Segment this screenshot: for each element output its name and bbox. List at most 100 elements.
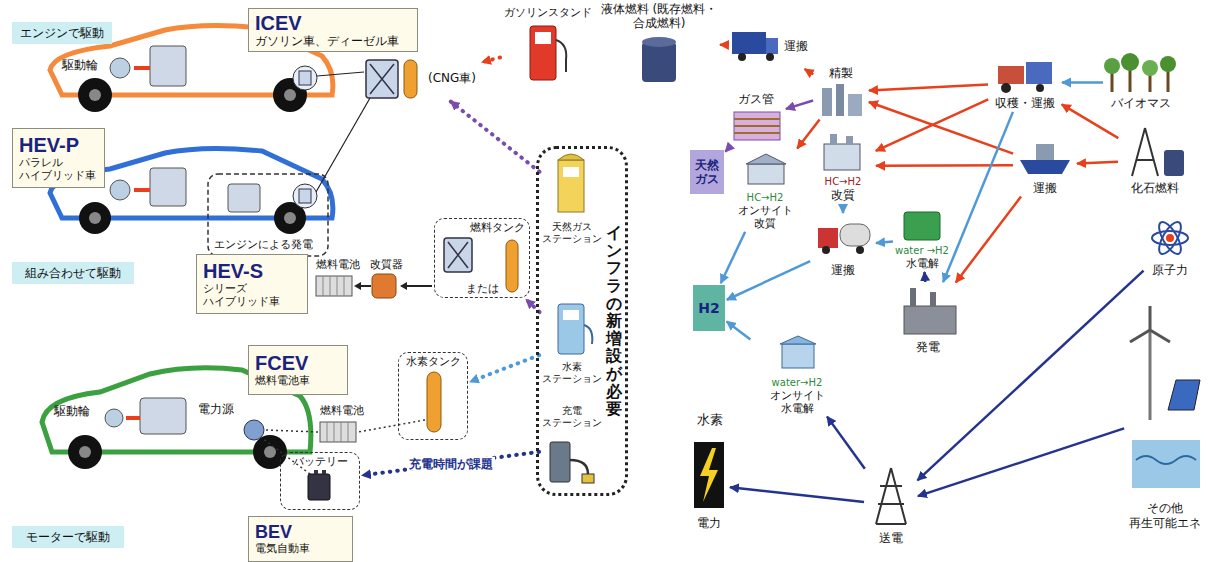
fcev-car: [244, 420, 264, 440]
supply-chain-icons: [830, 134, 837, 144]
node-subtext: 電気自動車: [255, 542, 310, 555]
hevp-car: [299, 189, 311, 203]
fcev-car: [266, 430, 318, 432]
transmission: 送電: [866, 465, 916, 545]
supply-chain-icons: [1036, 144, 1054, 160]
part-label: 水素: [697, 412, 723, 428]
node-title: 天然 ガス: [690, 158, 724, 187]
part-label: 燃料電池: [316, 258, 360, 271]
node-subtext: 燃料電池車: [255, 374, 310, 387]
node-title: モーターで駆動: [26, 530, 110, 544]
supply-chain-icons: [1164, 150, 1184, 176]
supply-chain-icons: [846, 136, 853, 144]
nuclear: 原子力: [1145, 215, 1195, 277]
electricity: 電力: [690, 440, 728, 530]
fuel-container-icons: [316, 60, 417, 192]
icev-car: [150, 46, 186, 86]
node-title: 電力: [697, 516, 721, 530]
supply-chain-icons: [1112, 68, 1168, 92]
node-title: 収穫・運搬: [995, 96, 1055, 110]
supply-chain-icons: [1136, 456, 1196, 464]
node-title: water→H2: [772, 377, 823, 389]
node-title: BEV: [255, 523, 292, 543]
flow-arrow: [869, 102, 1013, 154]
vehicle-type-box: HEV-Pパラレル ハイブリッド車: [12, 128, 105, 188]
renewables: その他 再生可能エネ: [1126, 300, 1204, 530]
supply-chain-icons: [642, 42, 676, 82]
hevs-parts: [444, 238, 472, 272]
station-icons: [570, 460, 588, 474]
fuel-container-icons: [317, 72, 364, 76]
node-title: インフラの新増設が必要: [606, 224, 622, 418]
supply-chain-icons: [1152, 231, 1188, 245]
drive-mode-band: 組み合わせて駆動: [12, 262, 134, 284]
supply-chain-icons: [876, 468, 906, 524]
drive-mode-band: エンジンで駆動: [12, 22, 112, 44]
supply-chain-icons: [642, 37, 676, 47]
gas-pipeline: ガス管: [728, 92, 784, 144]
node-title: バイオマス: [1111, 96, 1171, 110]
reforming: HC→H2改質: [812, 130, 874, 202]
flow-arrow: [869, 84, 988, 90]
fcev-car: [126, 416, 140, 420]
node-title: 燃料タンク: [470, 221, 525, 234]
node-title: 水素 ステーション: [541, 361, 603, 385]
supply-chain-icons: [1104, 58, 1120, 74]
flow-arrow: [725, 145, 731, 151]
node-title: 化石燃料: [1131, 181, 1179, 195]
flow-arrow: [1077, 162, 1118, 164]
node-subtext: ガソリン車、ディーゼル車: [255, 34, 399, 48]
supply-chain-icons: [848, 94, 862, 116]
flow-arrow: [482, 57, 500, 62]
node-subtext: オンサイト 改質: [730, 204, 800, 230]
node-title: 運搬: [831, 263, 855, 277]
infrastructure-bracket: インフラの新増設が必要天然ガス ステーション水素 ステーション充電 ステーション: [536, 146, 628, 496]
transport: 運搬: [1015, 135, 1075, 195]
supply-chain-icons: [1132, 128, 1158, 176]
hevp-car: [89, 212, 101, 224]
node-title: 充電 ステーション: [541, 405, 603, 429]
icev-car: [110, 58, 130, 78]
node-title: 原子力: [1152, 263, 1188, 277]
fcev-car: [427, 372, 441, 432]
station-icons: [558, 304, 584, 354]
transport: 運搬: [812, 215, 874, 277]
fcev-car: [320, 422, 356, 442]
node-title: HEV-P: [19, 134, 79, 156]
supply-chain-icons: [824, 144, 860, 170]
node-title: water →H2: [895, 245, 949, 257]
station: 天然ガス ステーション: [541, 150, 603, 245]
station-icons: [535, 32, 551, 44]
fossil-fuel: 化石燃料: [1120, 125, 1190, 195]
fcev-car: [68, 435, 102, 469]
node-title: ガソリンスタンド: [504, 6, 592, 19]
part-label: 駆動輪: [54, 404, 90, 418]
supply-chain-icons: [818, 228, 838, 248]
station-icons: [530, 26, 556, 80]
supply-chain-icons: [822, 246, 830, 254]
node-title: H2: [698, 300, 719, 317]
station: 水素 ステーション: [541, 300, 603, 385]
fcev-car: [42, 368, 441, 500]
hevs-parts: [400, 282, 407, 290]
supply-chain-icons: [1020, 160, 1070, 174]
supply-chain-icons: [904, 306, 956, 334]
node-title: FCEV: [255, 352, 308, 374]
electrolysis: water →H2水電解: [895, 208, 949, 270]
icev-car: [134, 66, 150, 70]
node-title: 水素タンク: [406, 355, 461, 368]
flow-arrow: [876, 99, 988, 151]
gas-station: ガソリンスタンド: [502, 6, 594, 84]
node-title: ICEV: [255, 12, 302, 34]
node-title: 精製: [829, 66, 853, 80]
flow-arrow: [786, 101, 813, 109]
node-title: 液体燃料 (既存燃料・合成燃料): [600, 2, 718, 31]
supply-chain-icons: [782, 344, 814, 368]
supply-chain-icons: [930, 292, 936, 306]
icev-car: [284, 89, 296, 101]
flow-arrow: [470, 355, 539, 382]
flow-arrow: [923, 272, 926, 282]
fcev-car: [140, 398, 186, 434]
